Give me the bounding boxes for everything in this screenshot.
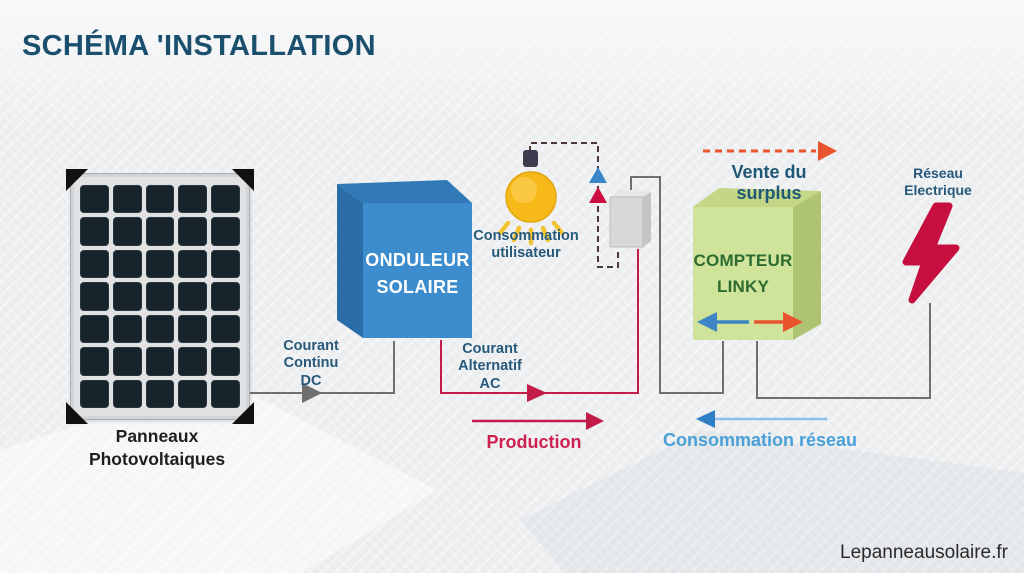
bulb-icon [497, 150, 565, 246]
ac-label-line2: Alternatif [458, 358, 522, 375]
linky-label-line1: COMPTEUR [693, 251, 793, 270]
grid-consumption-label: Consommation réseau [662, 430, 858, 450]
dc-label-line1: Courant [283, 338, 339, 354]
meter-to-grid-wire [756, 303, 931, 399]
breaker-box [609, 189, 651, 248]
page-title: SCHÉMA 'INSTALLATION [22, 30, 376, 62]
surplus-sale-label: Vente du surplus [731, 162, 807, 203]
panels-label-line1: Panneaux [115, 426, 199, 446]
grid-label-line1: Réseau [913, 165, 963, 181]
dc-arrowhead-icon [302, 383, 322, 403]
production-arrow-icon [472, 412, 604, 430]
dc-label-line3: DC [300, 372, 322, 389]
consumption-arrow-icon [696, 410, 827, 428]
linky-meter-box [693, 188, 821, 340]
production-label: Production [486, 432, 582, 452]
user-consumption-line1: Consommation [473, 228, 579, 244]
user-branch-wire [529, 142, 619, 268]
ac-label-line3: AC [479, 375, 501, 392]
inverter-label-line2: SOLAIRE [376, 277, 459, 297]
dc-current-label: Courant Continu DC [271, 338, 351, 390]
ac-arrowhead-icon [527, 384, 547, 402]
ac-label-line1: Courant [462, 341, 518, 357]
inverter-box [337, 180, 472, 338]
lightning-icon [902, 202, 960, 304]
linky-meter-label: COMPTEUR LINKY [693, 248, 793, 301]
surplus-arrow-icon [703, 141, 837, 161]
inverter-label: ONDULEUR SOLAIRE [363, 247, 472, 301]
panels-label: Panneaux Photovoltaiques [52, 425, 262, 472]
inverter-label-line1: ONDULEUR [365, 250, 470, 270]
dc-label-line2: Continu [283, 355, 339, 372]
solar-panel-icon [66, 169, 254, 424]
grid-label: Réseau Electrique [898, 165, 978, 199]
meter-flow-arrows-icon [697, 312, 803, 332]
flow-up-blue-icon [589, 167, 607, 183]
breaker-to-meter-wire [630, 176, 724, 394]
ac-wire [440, 249, 639, 402]
grid-label-line2: Electrique [904, 181, 972, 198]
linky-label-line2: LINKY [717, 277, 769, 297]
dc-wire [240, 341, 395, 403]
ac-current-label: Courant Alternatif AC [450, 341, 530, 393]
panel-cells [80, 185, 240, 408]
panels-label-line2: Photovoltaiques [88, 449, 226, 470]
site-watermark: Lepanneausolaire.fr [840, 542, 1008, 563]
user-consumption-line2: utilisateur [491, 245, 561, 262]
flow-up-red-icon [589, 187, 607, 203]
user-consumption-label: Consommation utilisateur [468, 228, 584, 263]
